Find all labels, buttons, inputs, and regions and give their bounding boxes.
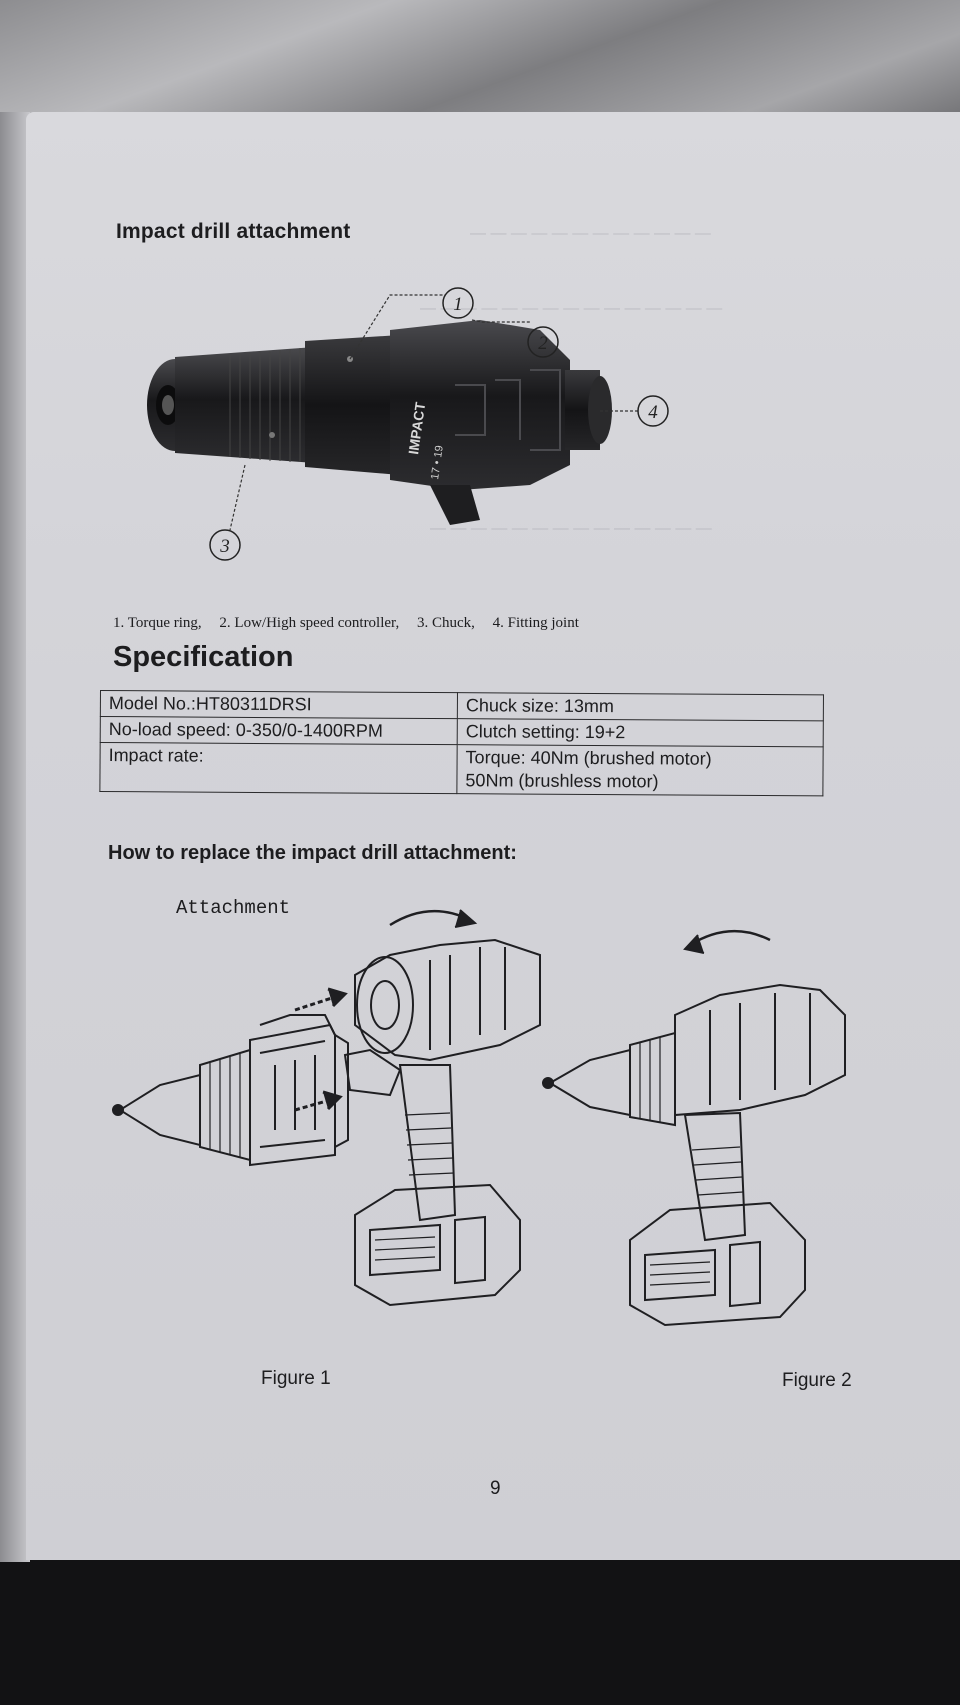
part-torque-ring: 1. Torque ring, [113, 615, 202, 631]
callout-2-circle [527, 326, 559, 358]
callout-1-circle [442, 287, 474, 319]
replacement-drawings [112, 909, 846, 1327]
callout-2: 2 [538, 333, 548, 354]
parts-legend: 1. Torque ring, 2. Low/High speed contro… [113, 615, 593, 632]
callout-1: 1 [453, 294, 463, 315]
background-table [0, 1555, 960, 1705]
figure1-caption: Figure 1 [261, 1368, 331, 1389]
attachment-illustration: IMPACT 17 • 19 1 2 4 3 [147, 287, 669, 561]
page-number: 9 [490, 1478, 501, 1499]
figure2-drill [542, 929, 846, 1327]
replacement-figures [100, 885, 880, 1345]
chuck-size-cell: Chuck size: 13mm [457, 692, 824, 721]
clutch-setting-cell: Clutch setting: 19+2 [457, 718, 824, 747]
callout-3: 3 [219, 536, 230, 557]
torque-cell: Torque: 40Nm (brushed motor) 50Nm (brush… [456, 744, 824, 796]
torque-ring [305, 335, 400, 475]
specification-title: Specification [113, 641, 294, 673]
attachment-photo: IMPACT 17 • 19 1 2 4 3 [100, 275, 740, 600]
page-fold-edge [0, 112, 30, 1562]
callout-4: 4 [648, 402, 658, 423]
setting-label: 17 • 19 [429, 445, 446, 481]
figure2-caption: Figure 2 [782, 1370, 852, 1391]
specification-table: Model No.:HT80311DRSI Chuck size: 13mm N… [99, 690, 824, 796]
impact-label: IMPACT [405, 401, 428, 456]
no-load-speed-cell: No-load speed: 0-350/0-1400RPM [100, 716, 458, 745]
table-row: Impact rate: Torque: 40Nm (brushed motor… [99, 742, 824, 796]
attachment-housing [390, 320, 570, 490]
torque-brushed: Torque: 40Nm (brushed motor) [465, 747, 712, 769]
background-surface [0, 0, 960, 130]
bleed-through-text: — — — — — — — — — — — — [470, 225, 711, 242]
section-heading: Impact drill attachment [116, 220, 351, 243]
attachment-label: Attachment [176, 897, 291, 919]
replace-title: How to replace the impact drill attachme… [108, 842, 517, 864]
part-speed-controller: 2. Low/High speed controller, [219, 615, 400, 631]
callout-4-circle [637, 395, 669, 427]
part-chuck: 3. Chuck, [416, 615, 475, 631]
part-fitting-joint: 4. Fitting joint [492, 615, 579, 631]
callout-3-circle [209, 529, 241, 561]
figure1-attachment [112, 1014, 349, 1167]
torque-brushless: 50Nm (brushless motor) [465, 770, 659, 792]
model-cell: Model No.:HT80311DRSI [100, 690, 458, 719]
impact-rate-cell: Impact rate: [99, 742, 458, 794]
figure1-drill [343, 909, 541, 1307]
insert-arrows [294, 987, 348, 1112]
chuck-barrel [175, 347, 315, 463]
